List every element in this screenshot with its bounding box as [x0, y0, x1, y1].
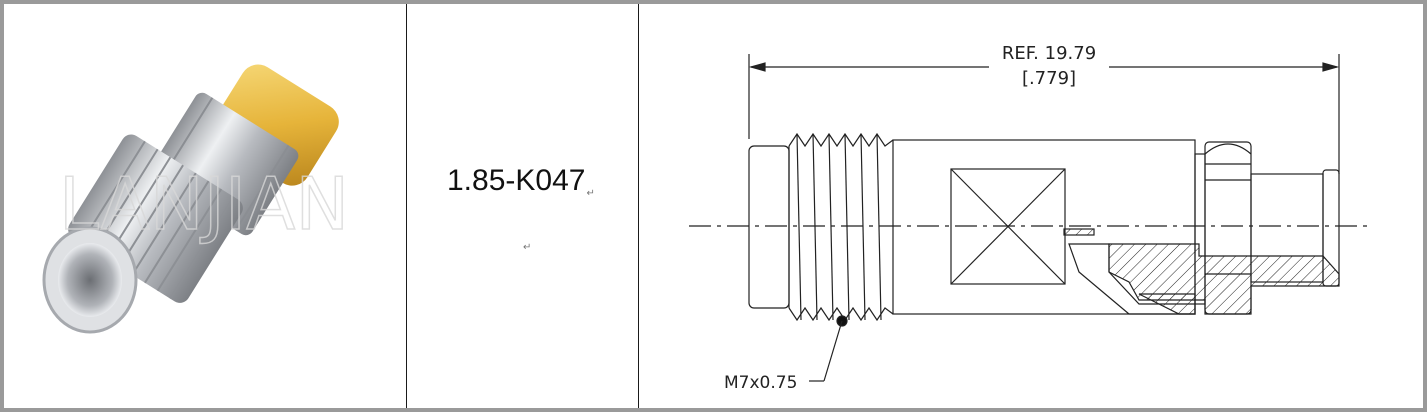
model-cell: 1.85-K047↵ ↵: [407, 4, 639, 408]
technical-drawing: REF. 19.79 [.779] M7x0.75: [689, 43, 1369, 393]
watermark: LANJIAN: [59, 162, 349, 246]
part-number: 1.85-K047↵: [447, 164, 595, 199]
bore-hole: [58, 243, 122, 317]
dim-arrow-left: [748, 62, 766, 72]
wrench-flat: [950, 168, 1066, 285]
connector-photo: LANJIAN: [42, 64, 350, 334]
thread-ridges: [788, 132, 894, 322]
center-pin: [1063, 228, 1095, 236]
callout-leader: [823, 320, 843, 382]
drawing-cell: REF. 19.79 [.779] M7x0.75: [639, 4, 1423, 408]
dim-arrow-right: [1322, 62, 1340, 72]
part-number-text: 1.85-K047: [447, 164, 586, 197]
thread-callout: M7x0.75: [724, 373, 797, 393]
dimension-mm: REF. 19.79: [1002, 43, 1096, 64]
paragraph-mark-2: ↵: [523, 242, 532, 253]
front-flange: [748, 145, 790, 309]
paragraph-mark-1: ↵: [586, 188, 595, 199]
dimension-in: [.779]: [1022, 68, 1076, 89]
product-photo-cell: LANJIAN: [4, 4, 407, 408]
